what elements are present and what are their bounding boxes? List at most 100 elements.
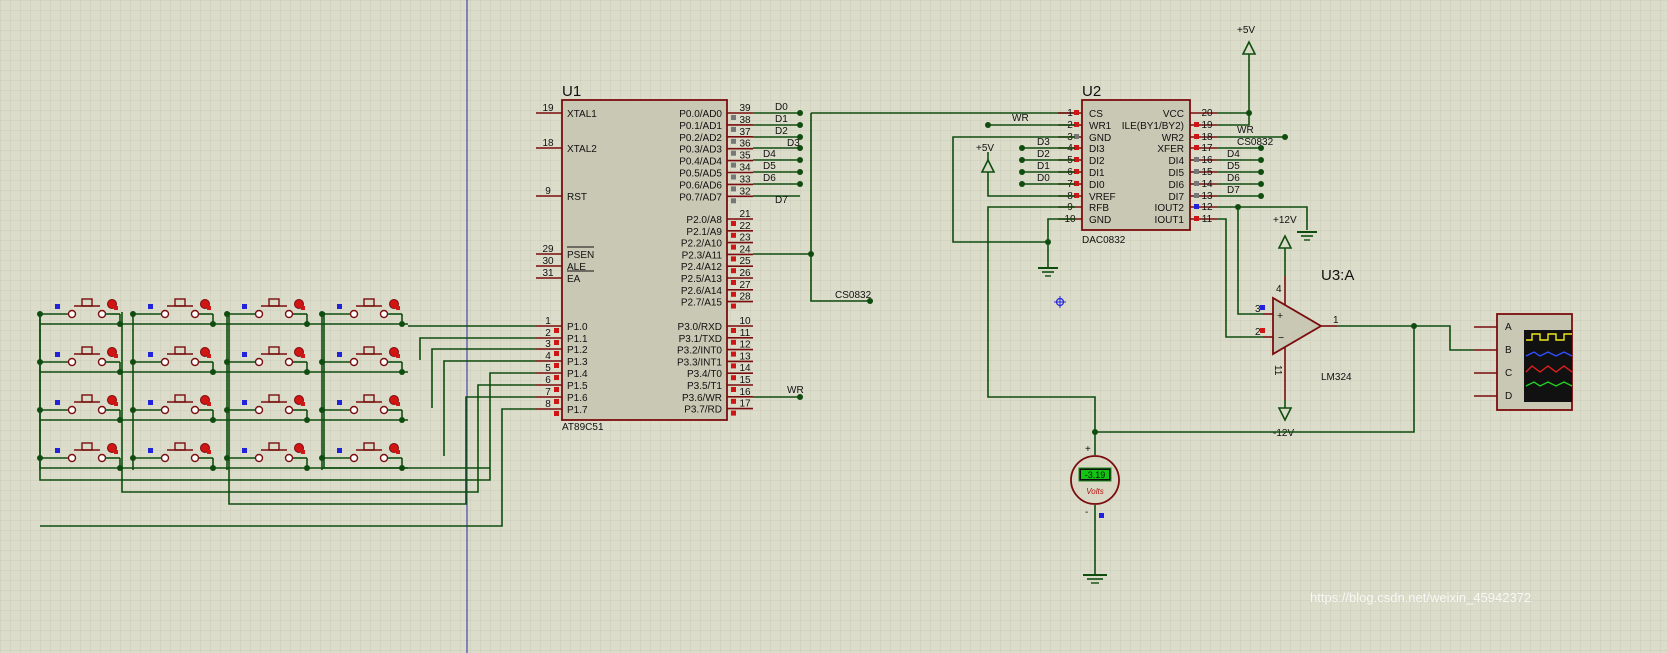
net-label-d2-u2: D2 bbox=[1037, 149, 1050, 160]
u1-pin-number: 33 bbox=[739, 174, 751, 185]
net-label-d6: D6 bbox=[763, 173, 776, 184]
keypad-button[interactable] bbox=[224, 298, 310, 327]
switch-cap bbox=[363, 346, 375, 355]
u1-pin-name: P3.4/T0 bbox=[687, 369, 722, 380]
u2-pin-number: 1 bbox=[1067, 108, 1073, 119]
switch-contact bbox=[254, 405, 264, 415]
u1-pin-name: PSEN bbox=[567, 250, 594, 261]
switch-contact bbox=[349, 357, 359, 367]
voltmeter[interactable]: -3.19 Volts + - bbox=[1070, 444, 1120, 518]
switch-contact bbox=[254, 309, 264, 319]
u1-pin-number: 38 bbox=[739, 115, 751, 126]
u2-pin-name: XFER bbox=[1157, 144, 1184, 155]
switch-contact bbox=[97, 357, 107, 367]
pin-state-marker bbox=[55, 352, 60, 357]
opamp-minus-sign: − bbox=[1278, 332, 1284, 344]
u2-pin-name: DI2 bbox=[1089, 156, 1105, 167]
junction-dot bbox=[210, 417, 216, 423]
switch-contact bbox=[160, 453, 170, 463]
pin-state-marker bbox=[731, 339, 736, 345]
keypad-button[interactable] bbox=[37, 442, 123, 471]
net-label-d4: D4 bbox=[763, 149, 776, 160]
u2-pin-name: IOUT2 bbox=[1155, 203, 1185, 214]
u2-pin-name: DI7 bbox=[1168, 192, 1184, 203]
u2-body[interactable] bbox=[1081, 99, 1191, 231]
pin-state-marker bbox=[148, 352, 153, 357]
u1-pin-number: 35 bbox=[739, 151, 751, 162]
keypad-button[interactable] bbox=[130, 442, 216, 471]
u1-pin-number: 18 bbox=[542, 138, 554, 149]
net-label-d3-u2: D3 bbox=[1037, 137, 1050, 148]
keypad-button[interactable] bbox=[130, 394, 216, 423]
pin-state-marker bbox=[55, 304, 60, 309]
pin-state-marker bbox=[554, 340, 559, 345]
u1-pin-name: P3.5/T1 bbox=[687, 381, 722, 392]
pin-state-marker bbox=[301, 402, 305, 406]
pin-state-marker bbox=[731, 162, 736, 168]
voltmeter-reading: -3.19 bbox=[1085, 470, 1106, 480]
keypad-matrix[interactable] bbox=[37, 298, 408, 471]
pin-state-marker bbox=[242, 304, 247, 309]
u2-pin-name: DI3 bbox=[1089, 144, 1105, 155]
switch-contact bbox=[97, 405, 107, 415]
keypad-button[interactable] bbox=[37, 298, 123, 327]
keypad-button[interactable] bbox=[319, 394, 405, 423]
scope-channel-c: C bbox=[1505, 368, 1512, 379]
u2-pin-name: DI0 bbox=[1089, 180, 1105, 191]
pin-state-marker bbox=[207, 306, 211, 310]
u2-pin-name: VCC bbox=[1163, 109, 1184, 120]
switch-contact bbox=[349, 453, 359, 463]
pin-state-marker bbox=[554, 411, 559, 416]
u1-microcontroller[interactable]: U1 AT89C51 19XTAL118XTAL29RST29PSEN30ALE… bbox=[536, 83, 753, 433]
pin-state-marker bbox=[1194, 169, 1199, 174]
u1-pin-name: P0.2/AD2 bbox=[679, 133, 722, 144]
keypad-button[interactable] bbox=[130, 298, 216, 327]
u1-pin-name: XTAL1 bbox=[567, 109, 597, 120]
switch-contact bbox=[160, 405, 170, 415]
pin-state-marker bbox=[731, 186, 736, 192]
pin-state-marker bbox=[1074, 122, 1079, 127]
keypad-button[interactable] bbox=[319, 298, 405, 327]
u2-pin-number: 20 bbox=[1201, 108, 1213, 119]
u1-pin-number: 25 bbox=[739, 256, 751, 267]
u2-reference: U2 bbox=[1082, 83, 1101, 100]
u1-part-name: AT89C51 bbox=[562, 422, 604, 433]
keypad-button[interactable] bbox=[224, 442, 310, 471]
pin-state-marker bbox=[337, 352, 342, 357]
u1-pin-name: P0.0/AD0 bbox=[679, 109, 722, 120]
switch-cap bbox=[174, 442, 186, 451]
u1-body[interactable] bbox=[561, 99, 728, 421]
u1-pin-name: P0.6/AD6 bbox=[679, 180, 722, 191]
u1-pin-number: 34 bbox=[739, 163, 751, 174]
voltmeter-plus: + bbox=[1085, 444, 1091, 455]
oscilloscope[interactable]: A B C D bbox=[1474, 313, 1573, 411]
scope-trace-d bbox=[1525, 381, 1573, 387]
keypad-button[interactable] bbox=[130, 346, 216, 375]
switch-cap bbox=[81, 298, 93, 307]
u1-pin-name: P1.1 bbox=[567, 334, 588, 345]
switch-contact bbox=[190, 453, 200, 463]
keypad-button[interactable] bbox=[37, 394, 123, 423]
junction-dot bbox=[399, 369, 405, 375]
junction-dot bbox=[210, 369, 216, 375]
pin-state-marker bbox=[337, 400, 342, 405]
pin-state-marker bbox=[301, 306, 305, 310]
switch-contact bbox=[284, 453, 294, 463]
u1-pin-name: P2.2/A10 bbox=[681, 239, 723, 250]
switch-contact bbox=[379, 453, 389, 463]
keypad-button[interactable] bbox=[319, 442, 405, 471]
pin-state-marker bbox=[207, 354, 211, 358]
keypad-button[interactable] bbox=[37, 346, 123, 375]
power-label-vcc: +5V bbox=[1237, 25, 1255, 36]
output-wiring bbox=[1083, 323, 1474, 584]
switch-contact bbox=[97, 453, 107, 463]
opamp-triangle[interactable] bbox=[1272, 296, 1323, 356]
pin-state-marker bbox=[301, 354, 305, 358]
scope-channel-a: A bbox=[1505, 322, 1512, 333]
u3-opamp[interactable]: U3:A LM324 + − 3 2 1 4 11 +12V -12V bbox=[1255, 215, 1354, 439]
switch-cap bbox=[174, 346, 186, 355]
keypad-button[interactable] bbox=[224, 346, 310, 375]
